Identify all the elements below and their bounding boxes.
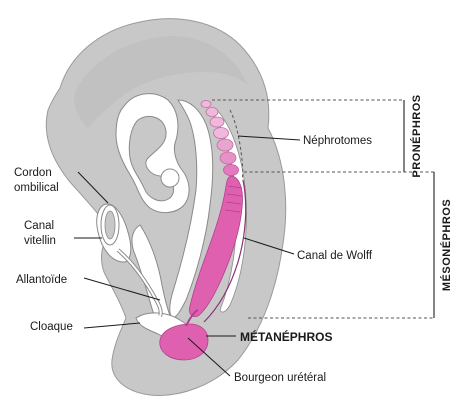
label-bourgeon-ureteral: Bourgeon urétéral [234, 372, 326, 384]
label-nephrotomes: Néphrotomes [303, 135, 372, 147]
label-cloaque: Cloaque [30, 321, 73, 333]
label-pronephros: PRONÉPHROS [410, 94, 423, 177]
nephrotome-5 [216, 138, 234, 152]
nephrotome-3 [209, 116, 225, 128]
nephrotome-6 [219, 151, 237, 165]
label-allantoide: Allantoïde [16, 274, 67, 286]
label-metanephros: MÉTANÉPHROS [240, 329, 332, 344]
head-shading [74, 35, 249, 128]
mesonephros-segments [224, 185, 243, 213]
yolk-duct-inner [104, 210, 116, 240]
nephrotome-7 [223, 164, 239, 176]
label-canal-vitellin-line1: Canal [24, 220, 54, 232]
leader-cloaque [83, 322, 141, 329]
small-cavity-circle [160, 168, 180, 188]
mesonephros-organ [189, 175, 247, 323]
leader-allantoide [83, 277, 161, 301]
umbilical-region [96, 203, 163, 317]
leader-canal-de-wolff [243, 237, 295, 255]
yolk-duct-ring [100, 204, 120, 246]
ureteric-bud [185, 309, 199, 327]
nephrotome-4 [213, 127, 229, 139]
leader-bourgeon [187, 337, 231, 377]
nephrotomes [200, 100, 244, 181]
leader-lines [74, 135, 301, 377]
label-cordon-line1: Cordon [14, 167, 52, 179]
nephrotome-1 [200, 100, 212, 108]
wolffian-duct [203, 179, 247, 323]
label-cordon-line2: ombilical [14, 182, 59, 194]
mesonephros-body [189, 175, 243, 317]
leader-nephrotomes [237, 135, 301, 141]
label-canal-de-wolff: Canal de Wolff [297, 250, 373, 262]
allantois-tube-inner [117, 249, 162, 317]
label-mesonephros: MÉSONÉPHROS [440, 199, 453, 291]
leader-cordon [77, 171, 109, 204]
metanephros-body [159, 323, 209, 361]
pronephric-duct-dashed [229, 109, 244, 181]
metanephros-organ [159, 309, 209, 361]
nephrotome-2 [205, 107, 219, 117]
label-canal-vitellin-line2: vitellin [24, 235, 56, 247]
region-guides [212, 99, 435, 319]
labels: Néphrotomes Cordon ombilical Canal vitel… [14, 94, 453, 384]
